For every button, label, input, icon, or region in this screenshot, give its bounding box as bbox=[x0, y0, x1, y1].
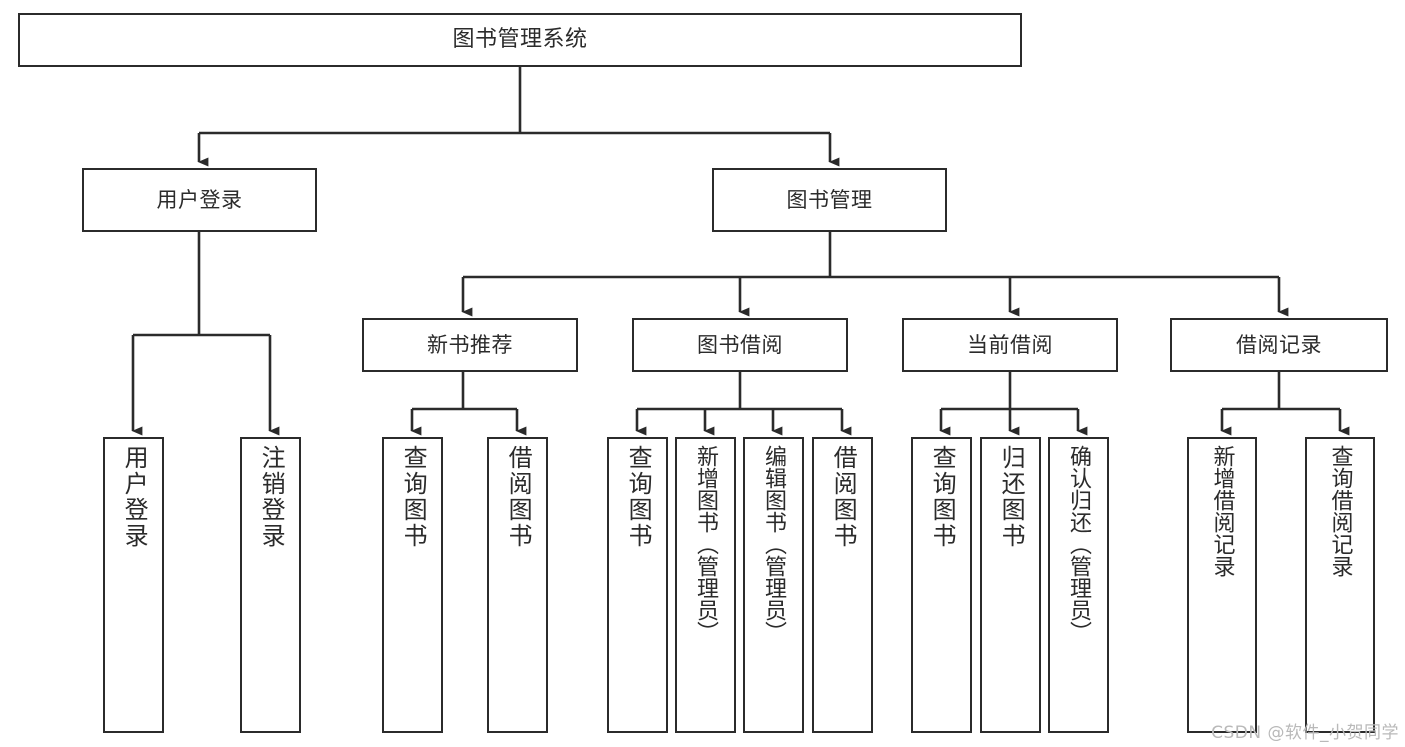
leaf-confirm-return-label: 确认归还（管理员） bbox=[1066, 445, 1092, 643]
leaf-user-login[interactable]: 用户登录 bbox=[103, 437, 164, 733]
leaf-query-book-1-label: 查询图书 bbox=[399, 445, 428, 549]
node-book-manage-label: 图书管理 bbox=[786, 187, 873, 212]
leaf-borrow-book-1[interactable]: 借阅图书 bbox=[487, 437, 548, 733]
node-current-borrow-label: 当前借阅 bbox=[967, 332, 1053, 357]
leaf-borrow-book-1-label: 借阅图书 bbox=[504, 445, 533, 549]
node-root[interactable]: 图书管理系统 bbox=[18, 13, 1022, 67]
node-current-borrow[interactable]: 当前借阅 bbox=[902, 318, 1118, 372]
leaf-add-book-label: 新增图书（管理员） bbox=[693, 445, 719, 643]
node-borrow-record-label: 借阅记录 bbox=[1236, 332, 1322, 357]
node-new-book-recommend-label: 新书推荐 bbox=[427, 332, 513, 357]
node-borrow-record[interactable]: 借阅记录 bbox=[1170, 318, 1388, 372]
leaf-add-book[interactable]: 新增图书（管理员） bbox=[675, 437, 736, 733]
leaf-edit-book-label: 编辑图书（管理员） bbox=[761, 445, 787, 643]
leaf-query-book-2-label: 查询图书 bbox=[624, 445, 653, 549]
node-book-manage[interactable]: 图书管理 bbox=[712, 168, 947, 232]
leaf-return-book-label: 归还图书 bbox=[997, 445, 1026, 549]
leaf-query-record-label: 查询借阅记录 bbox=[1327, 445, 1353, 577]
leaf-borrow-book-2-label: 借阅图书 bbox=[829, 445, 858, 549]
node-new-book-recommend[interactable]: 新书推荐 bbox=[362, 318, 578, 372]
node-book-borrow[interactable]: 图书借阅 bbox=[632, 318, 848, 372]
leaf-edit-book[interactable]: 编辑图书（管理员） bbox=[743, 437, 804, 733]
node-book-borrow-label: 图书借阅 bbox=[697, 332, 783, 357]
watermark: CSDN @软件_小贺同学 bbox=[1211, 723, 1399, 743]
node-root-label: 图书管理系统 bbox=[452, 27, 588, 53]
leaf-user-logout[interactable]: 注销登录 bbox=[240, 437, 301, 733]
leaf-add-record[interactable]: 新增借阅记录 bbox=[1187, 437, 1257, 733]
leaf-add-record-label: 新增借阅记录 bbox=[1209, 445, 1235, 577]
leaf-query-book-3[interactable]: 查询图书 bbox=[911, 437, 972, 733]
leaf-user-login-label: 用户登录 bbox=[120, 445, 149, 549]
leaf-return-book[interactable]: 归还图书 bbox=[980, 437, 1041, 733]
leaf-borrow-book-2[interactable]: 借阅图书 bbox=[812, 437, 873, 733]
leaf-user-logout-label: 注销登录 bbox=[257, 445, 286, 549]
leaf-confirm-return[interactable]: 确认归还（管理员） bbox=[1048, 437, 1109, 733]
leaf-query-book-3-label: 查询图书 bbox=[928, 445, 957, 549]
leaf-query-record[interactable]: 查询借阅记录 bbox=[1305, 437, 1375, 733]
node-user-login[interactable]: 用户登录 bbox=[82, 168, 317, 232]
leaf-query-book-1[interactable]: 查询图书 bbox=[382, 437, 443, 733]
node-user-login-label: 用户登录 bbox=[156, 187, 243, 212]
leaf-query-book-2[interactable]: 查询图书 bbox=[607, 437, 668, 733]
